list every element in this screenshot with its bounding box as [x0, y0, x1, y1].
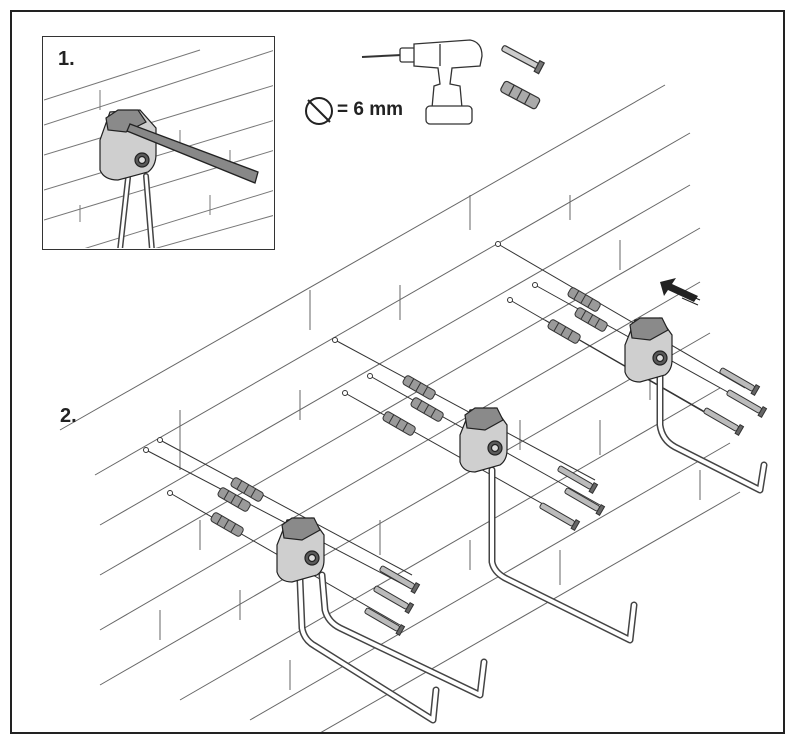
diameter-icon — [305, 97, 333, 125]
wall-plug-icon — [500, 80, 541, 110]
drill-holes — [143, 241, 538, 496]
drill-icon — [361, 39, 483, 125]
step-1-label: 1. — [58, 48, 75, 70]
step1-inset-panel — [42, 36, 275, 250]
wall-hook-icon — [296, 371, 768, 724]
hook-bracket-middle — [459, 407, 508, 473]
direction-arrow-icon — [660, 278, 701, 306]
hook-bracket-right — [624, 317, 673, 383]
hook-bracket-left — [276, 517, 325, 583]
step-2-label: 2. — [60, 405, 77, 427]
drill-size-label: = 6 mm — [337, 99, 404, 120]
screw-icon — [364, 367, 768, 637]
wall-plug-icon — [210, 287, 608, 537]
screw-icon — [501, 45, 546, 75]
